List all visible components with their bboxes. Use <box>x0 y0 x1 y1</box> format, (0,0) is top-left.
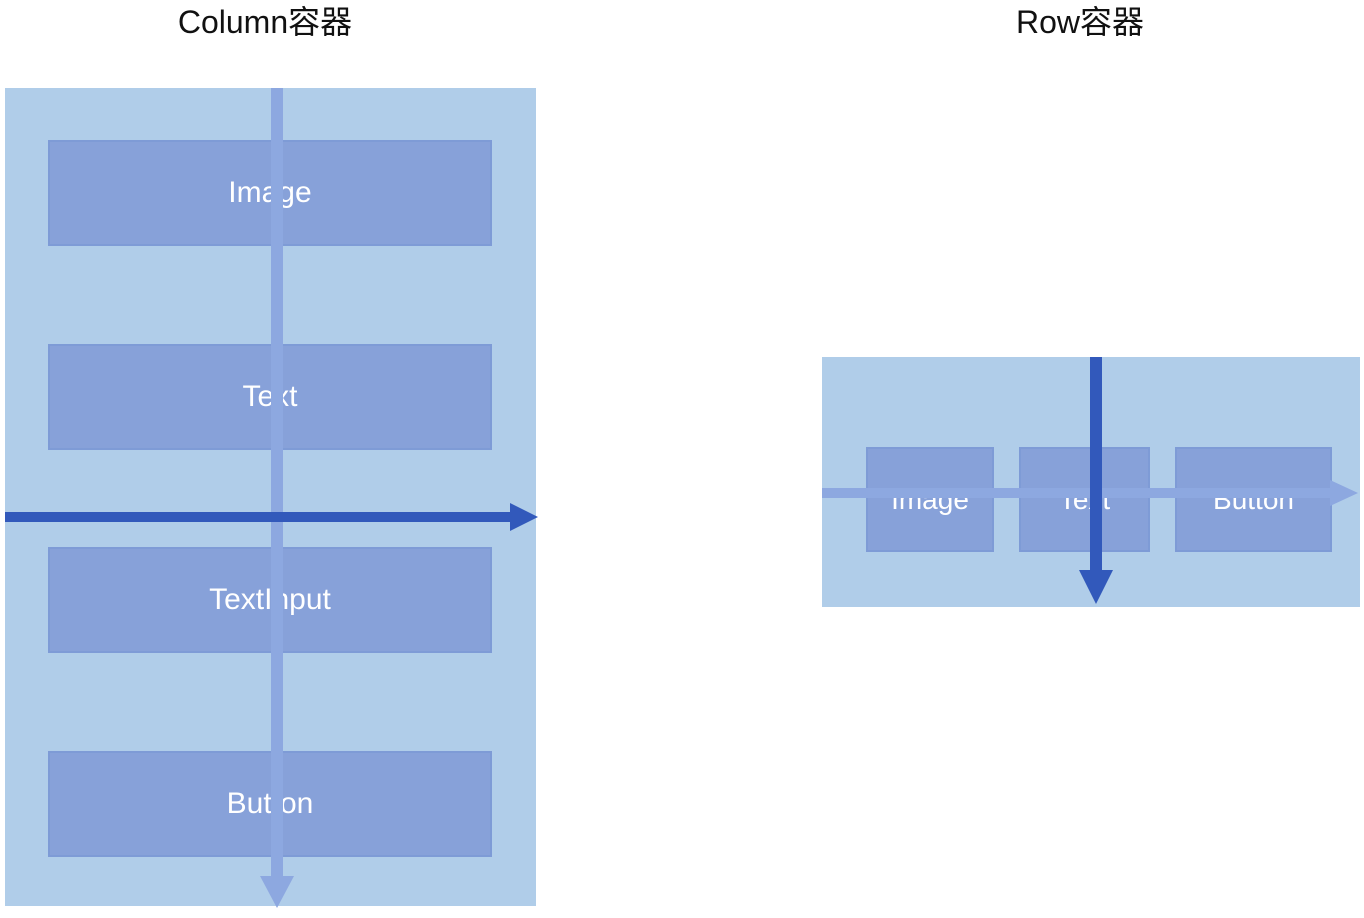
column-item-button: Button <box>48 751 492 857</box>
column-title: Column容器 <box>177 4 353 40</box>
row-title: Row容器 <box>1015 4 1145 40</box>
column-item-textinput: TextInput <box>48 547 492 653</box>
row-item-button: Button <box>1175 447 1332 552</box>
column-item-image: Image <box>48 140 492 246</box>
column-item-text: Text <box>48 344 492 450</box>
row-item-text: Text <box>1019 447 1150 552</box>
row-item-image: Image <box>866 447 994 552</box>
